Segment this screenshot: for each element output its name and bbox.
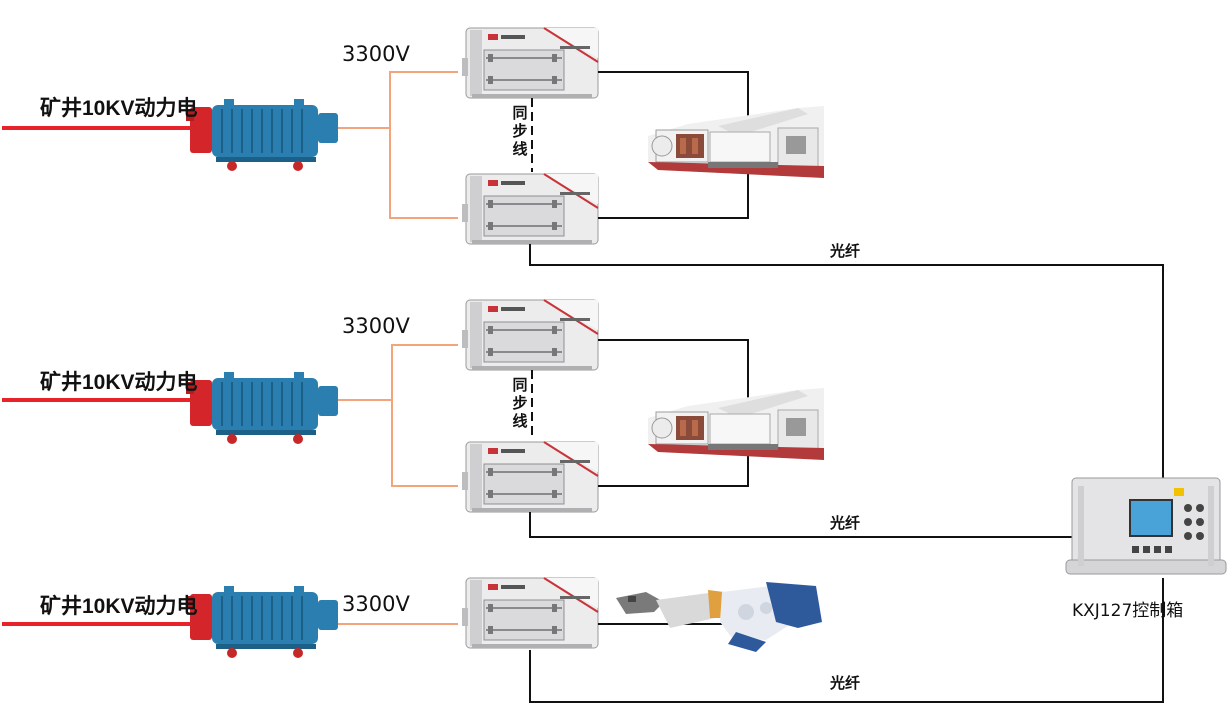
voltage-label-2: 3300V (342, 314, 410, 338)
shearer-icon-2 (647, 387, 825, 461)
control-box-label: KXJ127控制箱 (1072, 601, 1184, 621)
voltage-label-3: 3300V (342, 592, 410, 616)
mv-line-2 (338, 344, 458, 401)
power-source-label-2: 矿井10KV动力电 (40, 371, 198, 394)
roadheader-icon (616, 582, 822, 652)
inverter-icon-3 (461, 577, 599, 649)
power-source-label-1: 矿井10KV动力电 (40, 97, 198, 120)
voltage-label-1: 3300V (342, 42, 410, 66)
power-source-label-3: 矿井10KV动力电 (40, 595, 198, 618)
transformer-icon-1 (185, 98, 339, 172)
transformer-icon-2 (185, 371, 339, 445)
sync-line-label-1: 同步线 (512, 104, 528, 158)
transformer-icon-3 (185, 585, 339, 659)
inverter-icon-2a (461, 299, 599, 371)
control-box-icon (1065, 477, 1227, 575)
fiber-label-1: 光纤 (830, 242, 861, 260)
fiber-label-3: 光纤 (830, 674, 861, 692)
fiber-label-2: 光纤 (830, 514, 861, 532)
fiber-line-2 (529, 512, 1072, 538)
sync-line-label-2: 同步线 (512, 376, 528, 430)
mv-line-1b (389, 128, 458, 219)
inverter-icon-1b (461, 173, 599, 245)
fiber-line-1 (529, 244, 1164, 478)
inverter-icon-2b (461, 441, 599, 513)
shearer-icon-1 (647, 105, 825, 179)
mv-line-2b (391, 400, 458, 487)
inverter-icon-1a (461, 27, 599, 99)
mv-line-1 (338, 71, 458, 129)
fiber-line-3 (529, 578, 1164, 703)
